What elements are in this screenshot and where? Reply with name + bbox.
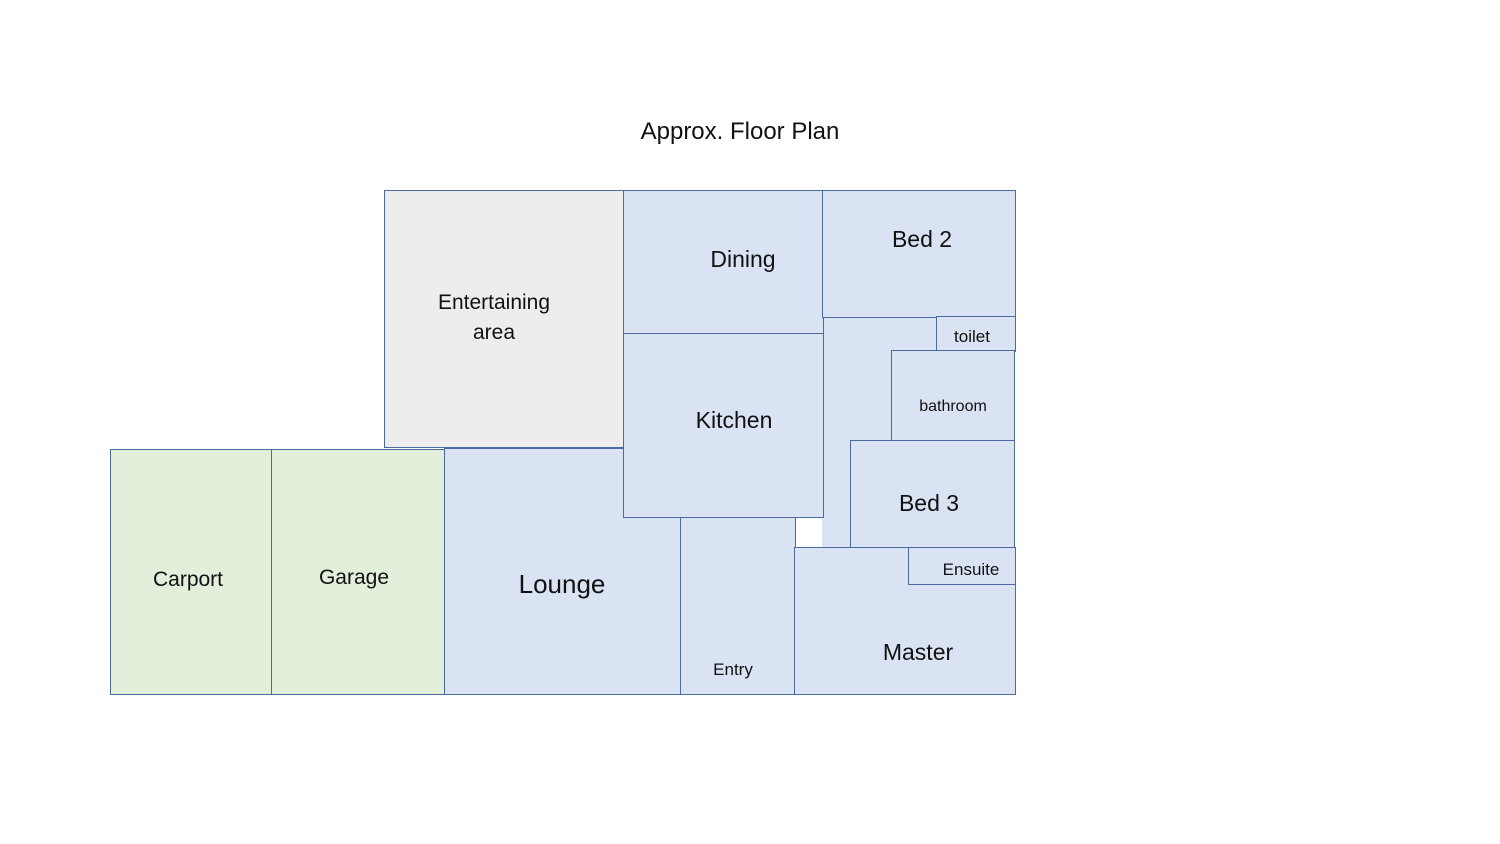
label-ensuite: Ensuite (942, 560, 1000, 579)
label-lounge: Lounge (518, 569, 606, 599)
label-carport: Carport (152, 568, 224, 591)
label-entertaining-area: Entertaining area (437, 291, 551, 344)
label-dining: Dining (710, 246, 776, 272)
label-entry: Entry (713, 660, 753, 679)
label-garage: Garage (318, 566, 390, 589)
label-master: Master (882, 639, 954, 665)
label-bed-2: Bed 2 (891, 226, 953, 252)
room-garage (271, 449, 445, 695)
room-kitchen (623, 333, 824, 518)
label-toilet: toilet (954, 327, 990, 346)
room-carport (110, 449, 272, 695)
room-dining (623, 190, 824, 334)
room-bed-2 (822, 190, 1016, 318)
label-bathroom: bathroom (919, 398, 987, 415)
label-kitchen: Kitchen (695, 407, 773, 433)
room-ensuite (908, 547, 1016, 585)
room-toilet (936, 316, 1016, 352)
room-bed-3 (850, 440, 1015, 549)
plan-title: Approx. Floor Plan (640, 118, 840, 145)
label-bed-3: Bed 3 (898, 490, 960, 516)
room-bathroom (891, 350, 1015, 442)
